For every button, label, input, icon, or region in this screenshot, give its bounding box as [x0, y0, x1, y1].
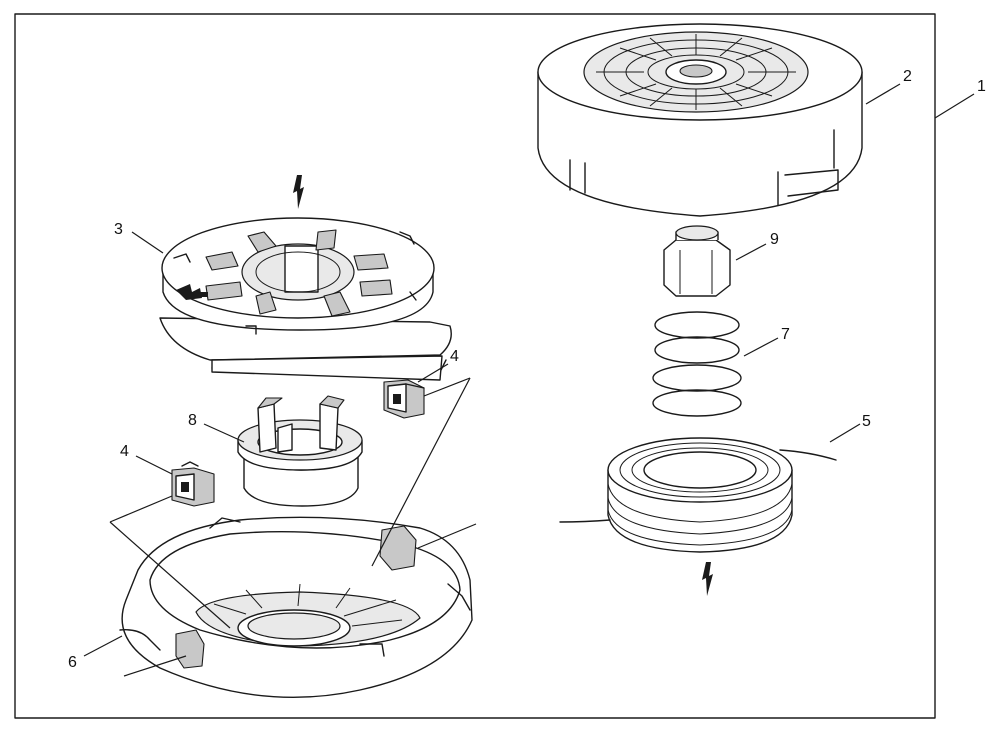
callout-8: 8 — [188, 412, 197, 429]
part-line-coil — [559, 437, 837, 553]
part-hub — [237, 395, 363, 507]
part-spool — [159, 217, 452, 381]
part-housing — [119, 516, 473, 699]
callout-1: 1 — [977, 78, 986, 95]
leader-lines — [83, 83, 975, 677]
part-clip-upper — [383, 379, 425, 419]
direction-arrow-upper — [293, 175, 304, 209]
part-cover — [537, 23, 863, 217]
callout-2: 2 — [903, 68, 912, 85]
part-spring — [652, 311, 742, 417]
callout-7: 7 — [781, 326, 790, 343]
part-nut — [663, 225, 731, 297]
diagram-frame — [14, 13, 936, 719]
callout-4-upper: 4 — [450, 348, 459, 365]
callout-6: 6 — [68, 654, 77, 671]
callout-4-lower: 4 — [120, 443, 129, 460]
callout-labels: 1 2 3 4 4 5 6 7 8 9 — [68, 68, 986, 671]
callout-9: 9 — [770, 231, 779, 248]
direction-arrow-lower — [702, 562, 713, 596]
callout-5: 5 — [862, 413, 871, 430]
callout-3: 3 — [114, 221, 123, 238]
part-clip-lower — [171, 461, 215, 507]
